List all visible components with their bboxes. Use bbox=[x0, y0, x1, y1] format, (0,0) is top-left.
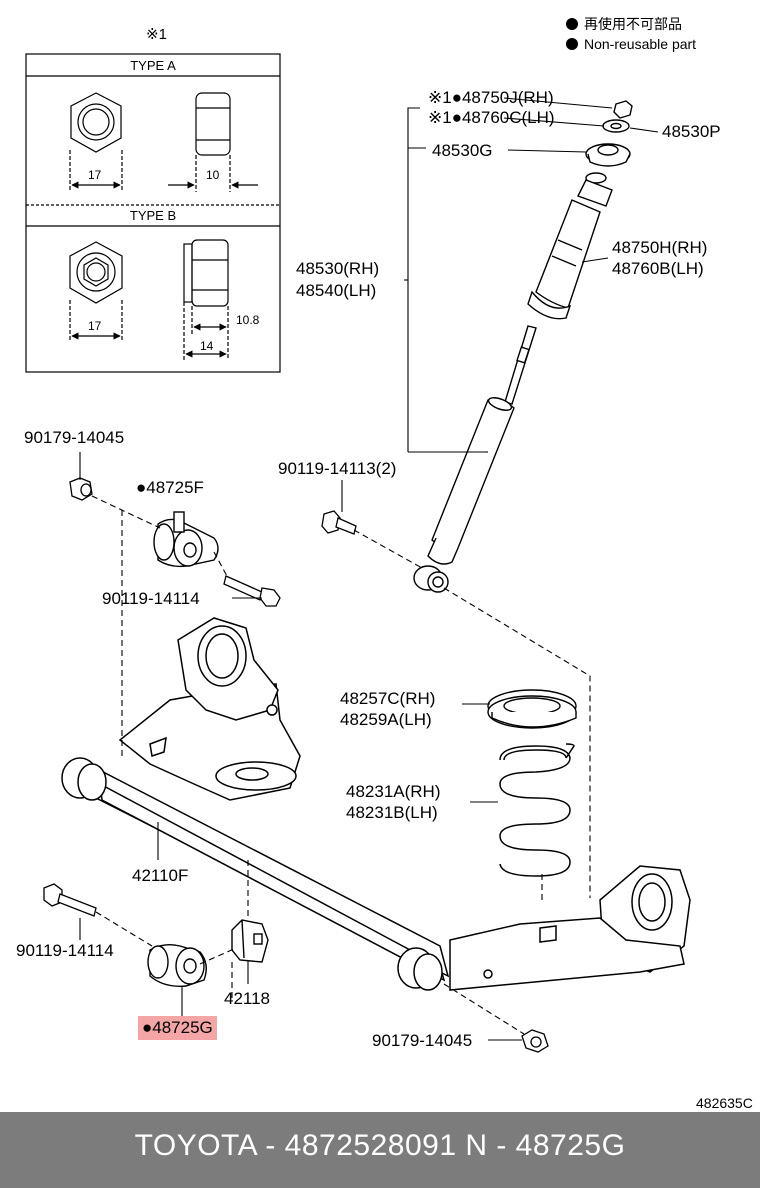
callout-nut-top[interactable]: 90179-14045 bbox=[24, 428, 125, 447]
callout-lower-bolt[interactable]: 90119-14114 bbox=[16, 941, 114, 960]
bushing-48725f-icon bbox=[153, 511, 219, 568]
type-b-nut-top-icon bbox=[69, 241, 123, 304]
bracket-42118-icon bbox=[231, 919, 269, 963]
type-b-nut-side-icon bbox=[183, 239, 229, 307]
top-nut-icon bbox=[613, 100, 633, 119]
bottom-nut-icon bbox=[521, 1029, 549, 1053]
shock-absorber-assembly bbox=[413, 100, 633, 593]
callout-boot-lh[interactable]: 48760B(LH) bbox=[612, 259, 704, 278]
shock-bolt-icon bbox=[321, 510, 357, 535]
callout-48725f[interactable]: ●48725F bbox=[136, 478, 204, 497]
dust-boot-icon bbox=[527, 172, 613, 320]
callout-48530p[interactable]: 48530P bbox=[662, 122, 721, 141]
piston-rod-icon bbox=[504, 325, 537, 405]
axle-beam-icon bbox=[61, 617, 691, 991]
type-a-nut-top-icon bbox=[70, 92, 122, 153]
spring-seat-icon bbox=[487, 689, 577, 729]
callout-spring-lh[interactable]: 48231B(LH) bbox=[346, 803, 438, 822]
type-a-dim-width: 17 bbox=[88, 168, 102, 182]
lower-eye-icon bbox=[413, 565, 449, 593]
nut-type-inset bbox=[25, 53, 281, 373]
callout-seat-lh[interactable]: 48259A(LH) bbox=[340, 710, 432, 729]
callout-boot-rh[interactable]: 48750H(RH) bbox=[612, 238, 708, 257]
callout-beam[interactable]: 42110F bbox=[132, 866, 189, 885]
type-a-dim-height: 10 bbox=[206, 168, 220, 182]
lower-bolt-icon bbox=[43, 883, 97, 917]
callout-48530g[interactable]: 48530G bbox=[432, 141, 493, 160]
legend-en-text: Non-reusable part bbox=[584, 36, 697, 52]
upper-bolt-icon bbox=[223, 575, 281, 607]
type-b-dim-width: 17 bbox=[88, 319, 102, 333]
upper-mount-icon bbox=[585, 143, 631, 167]
legend-jp: 再使用不可部品 bbox=[566, 16, 682, 32]
legend-jp-text: 再使用不可部品 bbox=[584, 16, 682, 32]
callout-upper-bolt[interactable]: 90119-14114 bbox=[102, 589, 200, 608]
dashed-assembly-lines bbox=[91, 495, 591, 1035]
bushing-48725g-icon bbox=[147, 943, 207, 987]
callout-48725g-highlighted[interactable]: ●48725G bbox=[138, 1016, 217, 1040]
leader-lines bbox=[79, 97, 659, 1041]
callout-shock-rh[interactable]: 48530(RH) bbox=[296, 259, 380, 278]
type-b-dim-flange: 10.8 bbox=[236, 313, 260, 327]
type-a-nut-side-icon bbox=[195, 92, 231, 156]
legend-en: Non-reusable part bbox=[566, 36, 696, 52]
callout-48760c[interactable]: ※1●48760C(LH) bbox=[428, 108, 555, 127]
callout-seat-rh[interactable]: 48257C(RH) bbox=[340, 689, 436, 708]
non-reusable-dot-icon bbox=[566, 38, 578, 50]
footer-bar bbox=[0, 1112, 760, 1188]
callout-48750j[interactable]: ※1●48750J(RH) bbox=[428, 88, 554, 107]
type-b-title: TYPE B bbox=[129, 208, 177, 223]
washer-icon bbox=[602, 119, 630, 133]
top-nut-90179-icon bbox=[69, 477, 93, 501]
callout-bracket[interactable]: 42118 bbox=[224, 989, 271, 1008]
coil-spring-icon bbox=[499, 743, 575, 877]
shock-body-icon bbox=[427, 397, 515, 565]
callout-shock-lh[interactable]: 48540(LH) bbox=[296, 281, 377, 300]
callout-spring-rh[interactable]: 48231A(RH) bbox=[346, 782, 441, 801]
footer-part-number: TOYOTA - 4872528091 N - 48725G bbox=[134, 1129, 626, 1162]
type-a-title: TYPE A bbox=[130, 58, 176, 73]
inset-mark: ※1 bbox=[146, 26, 167, 43]
non-reusable-dot-icon bbox=[566, 18, 578, 30]
callout-shock-bolt[interactable]: 90119-14113(2) bbox=[278, 459, 397, 478]
diagram-code: 482635C bbox=[696, 1095, 753, 1111]
type-b-dim-height: 14 bbox=[200, 339, 214, 353]
parts-diagram bbox=[25, 53, 691, 1053]
callout-nut-bottom[interactable]: 90179-14045 bbox=[372, 1031, 473, 1050]
